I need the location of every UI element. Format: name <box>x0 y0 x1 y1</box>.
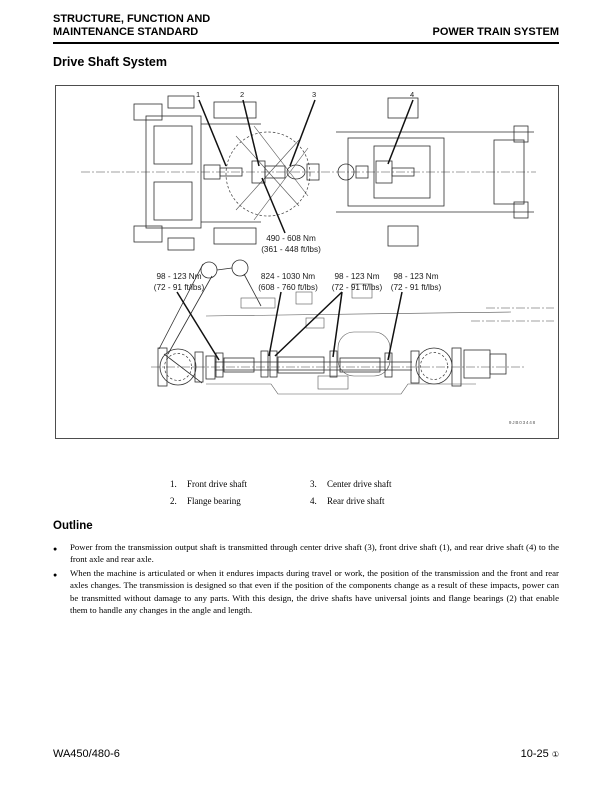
callout-number-3: 3 <box>312 90 316 99</box>
torque-label-front-line1: 98 - 123 Nm <box>156 272 201 281</box>
drive-shaft-diagram: 1 2 3 4 490 - 608 Nm (361 - 448 ft/lbs) <box>81 90 554 425</box>
section-title: Drive Shaft System <box>53 55 167 69</box>
page-header: STRUCTURE, FUNCTION AND MAINTENANCE STAN… <box>53 13 559 44</box>
torque-label-rear-line2: (72 - 91 ft/lbs) <box>391 283 442 292</box>
torque-label-front-line2: (72 - 91 ft/lbs) <box>154 283 205 292</box>
callout-number-2: 2 <box>240 90 244 99</box>
bullet-marker: ● <box>53 570 58 579</box>
header-left-title: STRUCTURE, FUNCTION AND MAINTENANCE STAN… <box>53 13 210 39</box>
torque-label-main-line1: 824 - 1030 Nm <box>261 272 315 281</box>
legend-item: 3. Center drive shaft <box>310 479 470 496</box>
bullet-item: ● Power from the transmission output sha… <box>53 541 559 566</box>
legend-item: 2. Flange bearing <box>170 496 310 513</box>
figure-code: 9JB03448 <box>509 420 536 425</box>
figure-frame: 1 2 3 4 490 - 608 Nm (361 - 448 ft/lbs) <box>55 85 559 439</box>
legend-item-label: Center drive shaft <box>327 479 392 489</box>
page-footer: WA450/480-6 10-25 ① <box>53 748 559 760</box>
legend-item-label: Flange bearing <box>187 496 241 506</box>
torque-label-rear-line1: 98 - 123 Nm <box>393 272 438 281</box>
bullet-text: Power from the transmission output shaft… <box>70 542 559 565</box>
legend: 1. Front drive shaft 2. Flange bearing 3… <box>170 479 470 513</box>
footer-model: WA450/480-6 <box>53 748 120 760</box>
torque-label-center-line2: (361 - 448 ft/lbs) <box>261 245 321 254</box>
legend-item: 4. Rear drive shaft <box>310 496 470 513</box>
legend-item: 1. Front drive shaft <box>170 479 310 496</box>
footer-page: 10-25 ① <box>521 748 559 760</box>
outline-heading: Outline <box>53 520 93 532</box>
outline-list: ● Power from the transmission output sha… <box>53 541 559 617</box>
legend-item-number: 1. <box>170 479 177 489</box>
legend-item-label: Rear drive shaft <box>327 496 385 506</box>
side-view-art: 98 - 123 Nm (72 - 91 ft/lbs) 824 - 1030 … <box>151 259 554 395</box>
callout-number-4: 4 <box>410 90 414 99</box>
bullet-text: When the machine is articulated or when … <box>70 567 559 616</box>
header-right-title: POWER TRAIN SYSTEM <box>432 26 559 38</box>
header-left-line2: MAINTENANCE STANDARD <box>53 26 199 38</box>
bullet-marker: ● <box>53 545 58 553</box>
torque-label-center-line1: 490 - 608 Nm <box>266 234 316 243</box>
torque-label-center2-line1: 98 - 123 Nm <box>334 272 379 281</box>
footer-page-number: 10-25 <box>520 748 549 760</box>
torque-label-center2-line2: (72 - 91 ft/lbs) <box>332 283 383 292</box>
footer-page-marker: ① <box>551 750 559 759</box>
legend-item-number: 4. <box>310 496 317 506</box>
bullet-item: ● When the machine is articulated or whe… <box>53 567 559 617</box>
legend-item-label: Front drive shaft <box>187 479 247 489</box>
legend-item-number: 3. <box>310 479 317 489</box>
torque-label-main-line2: (608 - 760 ft/lbs) <box>258 283 318 292</box>
callout-number-1: 1 <box>196 90 200 99</box>
top-view-art: 1 2 3 4 490 - 608 Nm (361 - 448 ft/lbs) <box>81 90 536 254</box>
legend-item-number: 2. <box>170 496 177 506</box>
header-left-line1: STRUCTURE, FUNCTION AND <box>53 13 211 25</box>
